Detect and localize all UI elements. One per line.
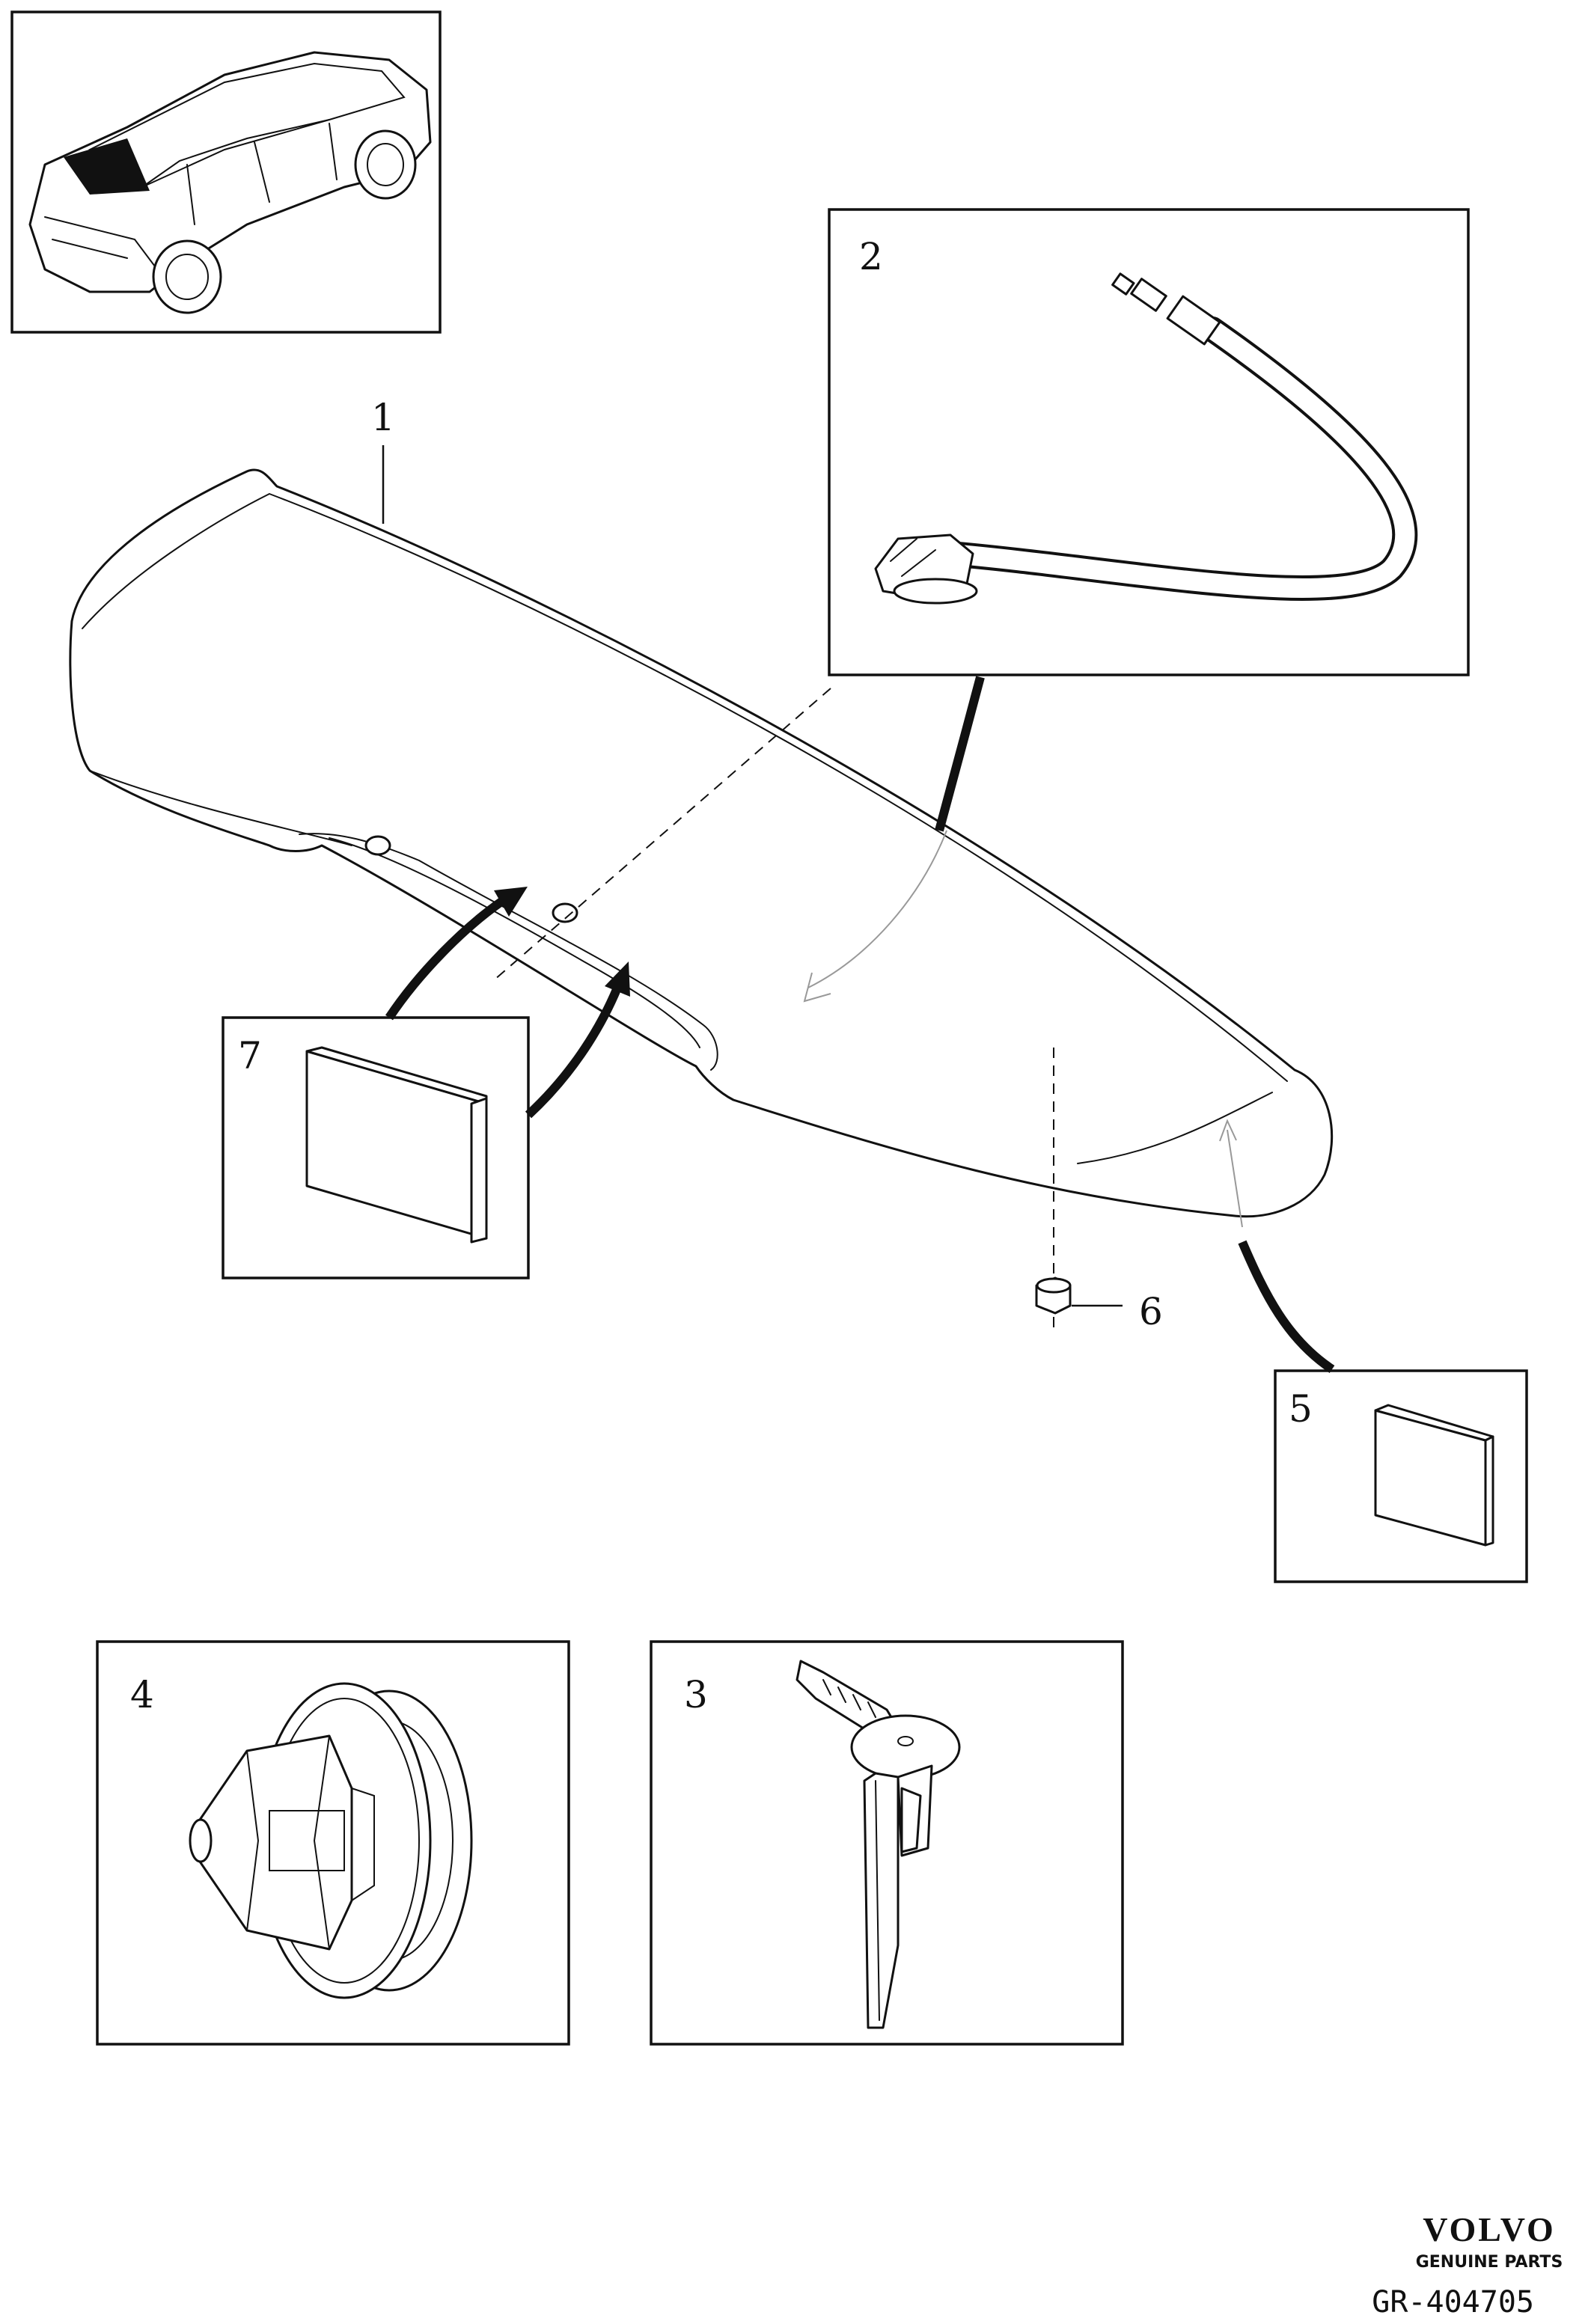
adhesive-pad-small-icon — [1374, 1404, 1494, 1547]
logo-subtitle: GENUINE PARTS — [1416, 2253, 1563, 2272]
callout-4: 4 — [130, 1673, 154, 1716]
pad-arrow-lower — [525, 985, 622, 1119]
reference-number: GR-404705 — [1372, 2285, 1534, 2320]
adhesive-pad-icon — [305, 1046, 488, 1244]
pad-small-box: 5 — [1219, 1119, 1528, 1583]
nut-icon — [1035, 1276, 1072, 1315]
callout-3: 3 — [684, 1673, 708, 1716]
hose-box: 2 — [803, 208, 1470, 1003]
assembly-line-hose — [493, 688, 831, 981]
hose-ghost-arrow — [807, 830, 947, 988]
callout-2: 2 — [859, 235, 883, 278]
pad-arrow-upper — [385, 898, 504, 1021]
rear-spoiler — [69, 468, 1334, 1218]
callout-5: 5 — [1289, 1387, 1313, 1431]
clip-box: 4 — [96, 1640, 570, 2046]
callout-1: 1 — [371, 396, 395, 439]
car-icon — [28, 51, 432, 314]
pad-large-box: 7 — [222, 887, 630, 1279]
callout-6: 6 — [1139, 1290, 1163, 1333]
nozzle-box: 3 — [650, 1640, 1124, 2046]
clip-icon — [189, 1682, 473, 1999]
washer-hose-icon — [874, 272, 1418, 605]
volvo-logo: VOLVO GENUINE PARTS — [1416, 2210, 1563, 2272]
callout-7: 7 — [238, 1034, 262, 1077]
overview-thumbnail — [10, 10, 442, 334]
logo-brand: VOLVO — [1423, 2210, 1556, 2248]
pad-small-connector — [1238, 1240, 1335, 1373]
hose-connector-line — [935, 676, 985, 832]
washer-nozzle-icon — [796, 1660, 961, 2029]
